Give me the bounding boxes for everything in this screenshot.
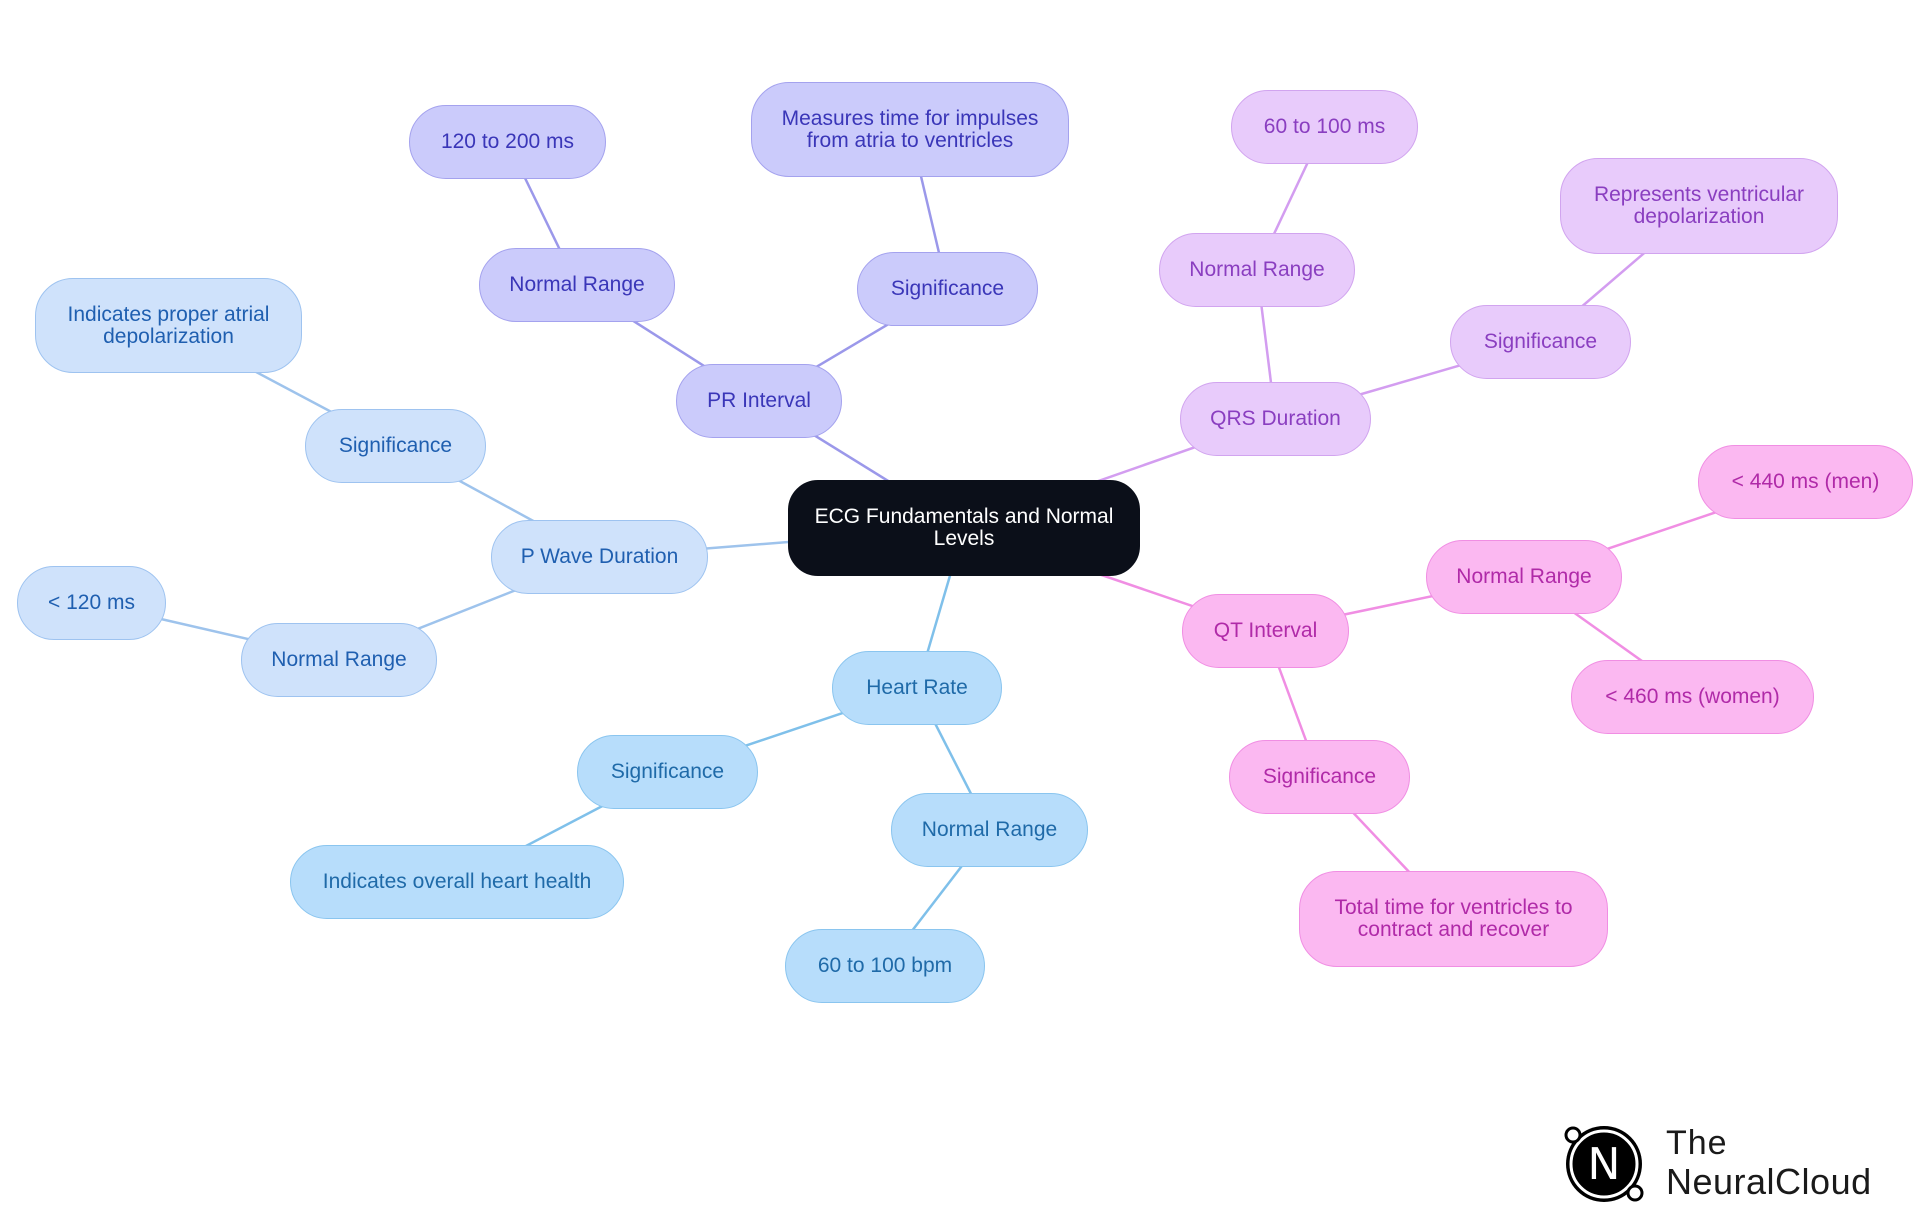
pr-interval-node: PR Interval	[676, 364, 842, 438]
pr-interval-normal-value-node: 120 to 200 ms	[409, 105, 606, 179]
neuralcloud-logo-icon: N	[1564, 1126, 1644, 1202]
logo-wordmark: The NeuralCloud	[1666, 1124, 1872, 1202]
svg-text:N: N	[1588, 1139, 1621, 1190]
pr-interval-normal-range-node: Normal Range	[479, 248, 675, 322]
qrs-duration-significance-detail-node: Represents ventricular depolarization	[1560, 158, 1838, 254]
p-wave-significance-detail-node: Indicates proper atrial depolarization	[35, 278, 302, 373]
qt-interval-normal-value-men-node: < 440 ms (men)	[1698, 445, 1913, 519]
pr-interval-significance-node: Significance	[857, 252, 1038, 326]
qt-interval-significance-node: Significance	[1229, 740, 1410, 814]
logo-line-1: The	[1666, 1124, 1728, 1162]
neuralcloud-logo: N The NeuralCloud	[1556, 1118, 1896, 1208]
qrs-duration-node: QRS Duration	[1180, 382, 1371, 456]
p-wave-duration-node: P Wave Duration	[491, 520, 708, 594]
qt-interval-normal-value-women-node: < 460 ms (women)	[1571, 660, 1814, 734]
logo-line-2: NeuralCloud	[1666, 1161, 1872, 1202]
qrs-duration-normal-value-node: 60 to 100 ms	[1231, 90, 1418, 164]
p-wave-normal-value-node: < 120 ms	[17, 566, 166, 640]
heart-rate-significance-node: Significance	[577, 735, 758, 809]
heart-rate-normal-range-node: Normal Range	[891, 793, 1088, 867]
p-wave-significance-node: Significance	[305, 409, 486, 483]
p-wave-normal-range-node: Normal Range	[241, 623, 437, 697]
heart-rate-node: Heart Rate	[832, 651, 1002, 725]
heart-rate-normal-value-node: 60 to 100 bpm	[785, 929, 985, 1003]
qrs-duration-significance-node: Significance	[1450, 305, 1631, 379]
qt-interval-significance-detail-node: Total time for ventricles to contract an…	[1299, 871, 1608, 967]
heart-rate-significance-detail-node: Indicates overall heart health	[290, 845, 624, 919]
qt-interval-node: QT Interval	[1182, 594, 1349, 668]
pr-interval-significance-detail-node: Measures time for impulses from atria to…	[751, 82, 1069, 177]
qt-interval-normal-range-node: Normal Range	[1426, 540, 1622, 614]
root-node: ECG Fundamentals and Normal Levels	[788, 480, 1140, 576]
qrs-duration-normal-range-node: Normal Range	[1159, 233, 1355, 307]
